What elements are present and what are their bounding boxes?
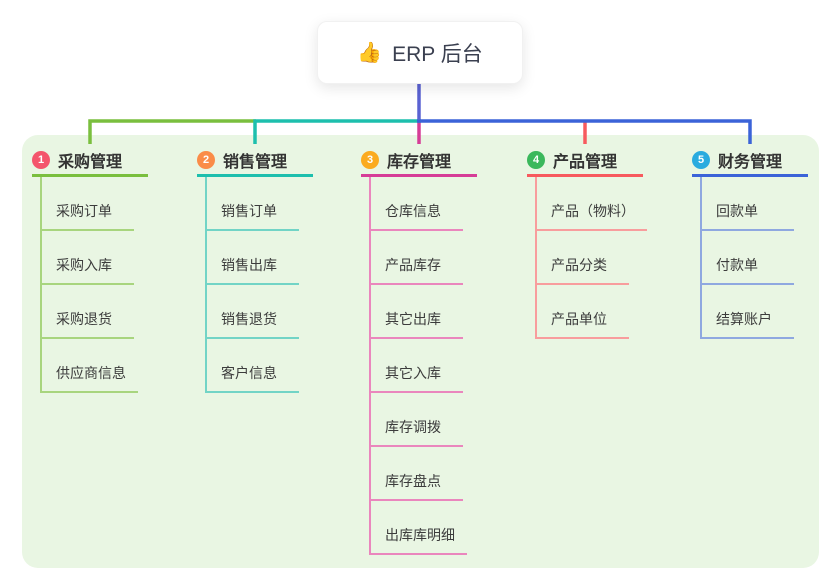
- child-node[interactable]: 其它出库: [371, 285, 463, 339]
- root-node[interactable]: 👍 ERP 后台: [317, 21, 523, 84]
- mindmap-background-panel: [22, 135, 819, 568]
- badge-2-icon: 2: [197, 151, 215, 169]
- branch-label: 财务管理: [718, 154, 783, 171]
- child-node[interactable]: 产品（物料）: [537, 177, 647, 231]
- child-node[interactable]: 客户信息: [207, 339, 299, 393]
- branch-label: 销售管理: [223, 154, 288, 171]
- child-node[interactable]: 结算账户: [702, 285, 794, 339]
- child-node[interactable]: 产品分类: [537, 231, 629, 285]
- branch-inventory-children: 仓库信息 产品库存 其它出库 其它入库 库存调拨 库存盘点 出库库明细: [369, 177, 477, 555]
- branch-2-connector-line: [253, 119, 421, 144]
- child-node[interactable]: 销售订单: [207, 177, 299, 231]
- child-node[interactable]: 产品库存: [371, 231, 463, 285]
- branch-product-children: 产品（物料） 产品分类 产品单位: [535, 177, 647, 339]
- branch-label: 采购管理: [58, 154, 123, 171]
- badge-1-icon: 1: [32, 151, 50, 169]
- child-node[interactable]: 库存盘点: [371, 447, 463, 501]
- child-node[interactable]: 付款单: [702, 231, 794, 285]
- branch-node-product[interactable]: 4 产品管理: [527, 146, 643, 177]
- branch-node-inventory[interactable]: 3 库存管理: [361, 146, 477, 177]
- child-node[interactable]: 供应商信息: [42, 339, 138, 393]
- root-node-label: ERP 后台: [392, 42, 483, 66]
- thumbs-up-icon: 👍: [357, 42, 383, 64]
- child-node[interactable]: 销售退货: [207, 285, 299, 339]
- child-node[interactable]: 其它入库: [371, 339, 463, 393]
- branch-node-purchase[interactable]: 1 采购管理: [32, 146, 148, 177]
- child-node[interactable]: 采购退货: [42, 285, 134, 339]
- badge-3-icon: 3: [361, 151, 379, 169]
- badge-4-icon: 4: [527, 151, 545, 169]
- branch-purchase: 1 采购管理 采购订单 采购入库 采购退货 供应商信息: [32, 146, 148, 393]
- badge-5-icon: 5: [692, 151, 710, 169]
- branch-label: 库存管理: [387, 154, 452, 171]
- child-node[interactable]: 库存调拨: [371, 393, 463, 447]
- child-node[interactable]: 销售出库: [207, 231, 299, 285]
- branch-1-connector-line: [88, 119, 256, 144]
- branch-sales-children: 销售订单 销售出库 销售退货 客户信息: [205, 177, 313, 393]
- branch-purchase-children: 采购订单 采购入库 采购退货 供应商信息: [40, 177, 148, 393]
- branch-node-sales[interactable]: 2 销售管理: [197, 146, 313, 177]
- child-node[interactable]: 回款单: [702, 177, 794, 231]
- branch-label: 产品管理: [553, 154, 618, 171]
- branch-finance-children: 回款单 付款单 结算账户: [700, 177, 808, 339]
- branch-node-finance[interactable]: 5 财务管理: [692, 146, 808, 177]
- branch-5-connector-line: [417, 119, 752, 144]
- child-node[interactable]: 采购入库: [42, 231, 134, 285]
- branch-sales: 2 销售管理 销售订单 销售出库 销售退货 客户信息: [197, 146, 313, 393]
- child-node[interactable]: 采购订单: [42, 177, 134, 231]
- child-node[interactable]: 出库库明细: [371, 501, 467, 555]
- child-node[interactable]: 仓库信息: [371, 177, 463, 231]
- branch-inventory: 3 库存管理 仓库信息 产品库存 其它出库 其它入库 库存调拨 库存盘点 出库库…: [361, 146, 477, 555]
- branch-product: 4 产品管理 产品（物料） 产品分类 产品单位: [527, 146, 647, 339]
- child-node[interactable]: 产品单位: [537, 285, 629, 339]
- branch-finance: 5 财务管理 回款单 付款单 结算账户: [692, 146, 808, 339]
